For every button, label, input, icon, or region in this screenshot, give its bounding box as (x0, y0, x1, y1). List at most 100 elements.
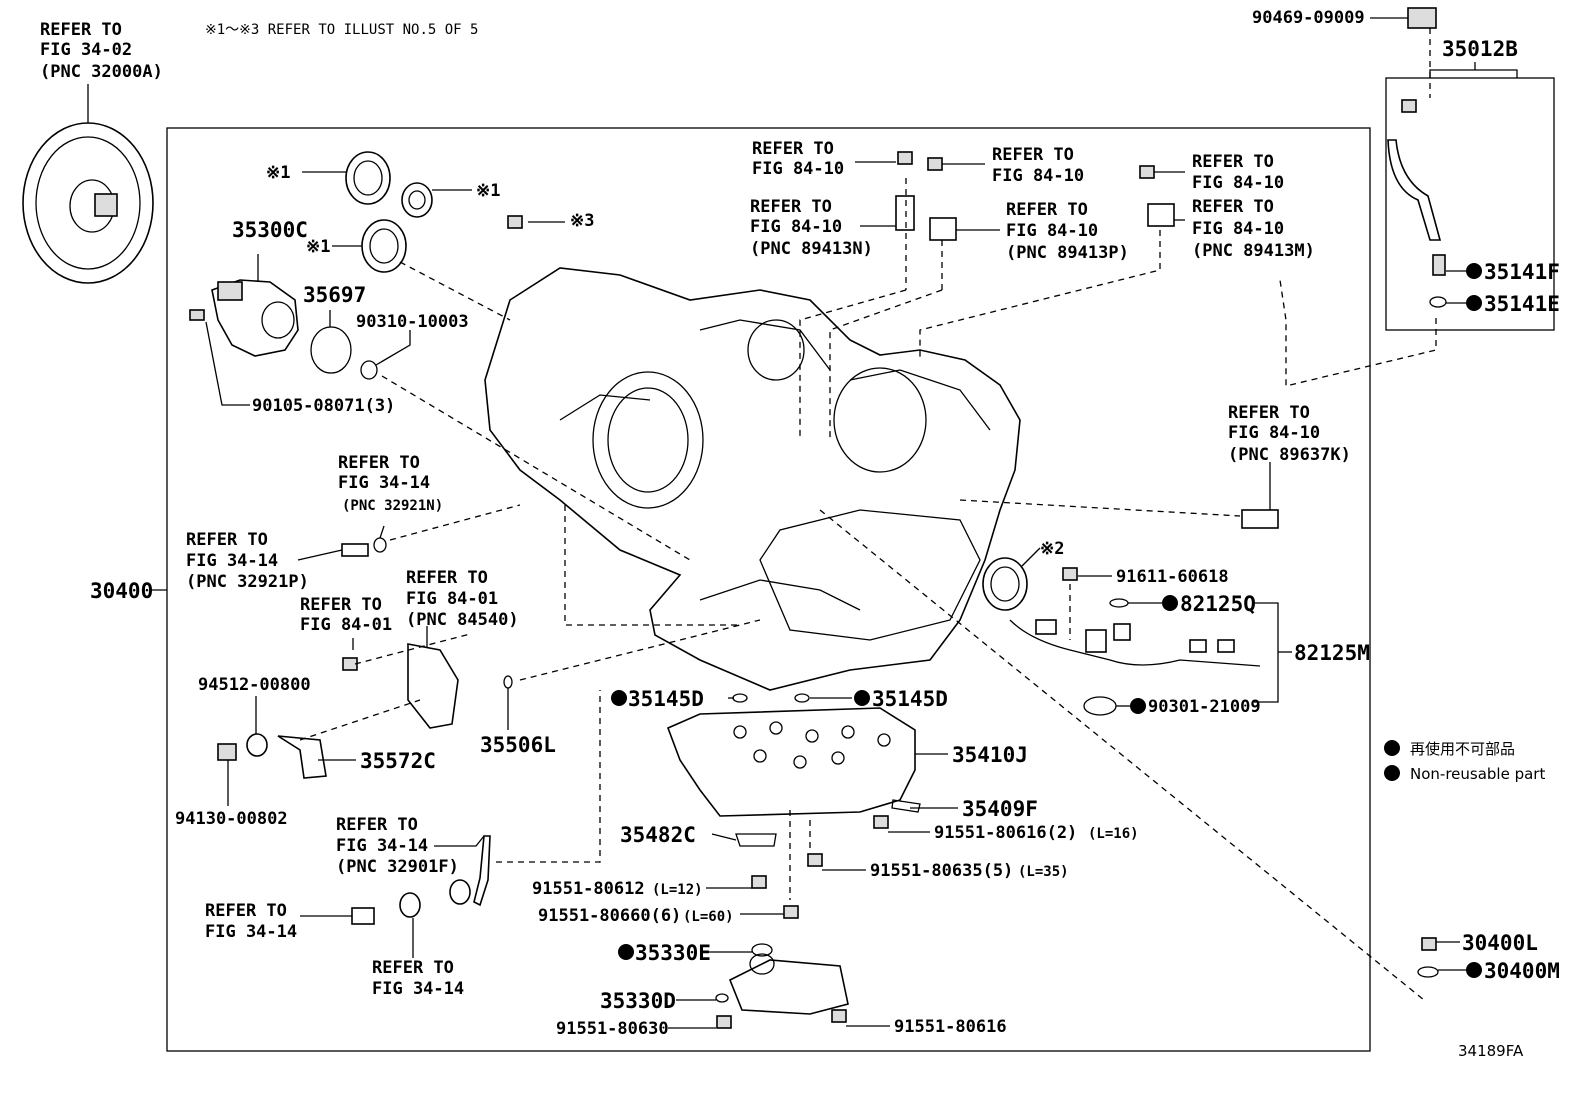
label-35330E: 35330E (635, 941, 711, 965)
svg-text:(PNC 32921P): (PNC 32921P) (186, 572, 309, 592)
svg-text:REFER TO: REFER TO (372, 958, 454, 978)
torque-converter-shape (22, 84, 154, 284)
svg-text:(PNC 32901F): (PNC 32901F) (336, 857, 459, 877)
svg-text:FIG 84-10: FIG 84-10 (752, 159, 844, 179)
svg-text:REFER TO: REFER TO (1192, 197, 1274, 217)
svg-text:FIG 84-10: FIG 84-10 (992, 166, 1084, 186)
svg-text:REFER TO: REFER TO (752, 139, 834, 159)
svg-text:REFER TO: REFER TO (336, 815, 418, 835)
label-35141E: 35141E (1484, 292, 1560, 316)
svg-text:REFER TO: REFER TO (300, 595, 382, 615)
label-35145D-right: 35145D (872, 687, 948, 711)
refer-a-line2: FIG 34-02 (40, 40, 132, 60)
label-91551-80616-2: 91551-80616(2) (934, 823, 1077, 843)
label-30400M: 30400M (1484, 959, 1560, 983)
diagram-id: 34189FA (1458, 1042, 1524, 1060)
refer-84-01-p: REFER TO FIG 84-01 (PNC 84540) (406, 568, 519, 630)
legend-en: Non-reusable part (1410, 765, 1545, 783)
leader-lines (150, 17, 1468, 1029)
label-90469-09009: 90469-09009 (1252, 8, 1365, 28)
svg-text:REFER TO: REFER TO (992, 145, 1074, 165)
mark-1-b: ※1 (476, 181, 500, 201)
svg-text:FIG 84-10: FIG 84-10 (1006, 221, 1098, 241)
label-82125Q: 82125Q (1180, 592, 1256, 616)
svg-text:FIG 34-14: FIG 34-14 (338, 473, 430, 493)
refer-a-line1: REFER TO (40, 20, 122, 40)
label-91551-80616-2-length: (L=16) (1088, 826, 1139, 842)
label-91551-80612: 91551-80612 (532, 879, 645, 899)
legend: 再使用不可部品 Non-reusable part (1384, 740, 1545, 783)
refer-84-10-a: REFER TO FIG 84-10 (752, 139, 844, 179)
switch-shapes (217, 643, 513, 779)
label-94130-00802: 94130-00802 (175, 809, 288, 829)
svg-text:REFER TO: REFER TO (1192, 152, 1274, 172)
transaxle-case-shape (484, 267, 1021, 691)
refer-34-14-y: REFER TO FIG 34-14 (372, 958, 464, 999)
label-91551-80612-length: (L=12) (652, 882, 703, 898)
harness-shape (1009, 598, 1261, 716)
seal-shapes (310, 151, 1028, 611)
svg-text:FIG 84-10: FIG 84-10 (1192, 219, 1284, 239)
refer-34-14-n: REFER TO FIG 34-14 (PNC 32921N) (338, 453, 443, 514)
svg-text:(PNC 84540): (PNC 84540) (406, 610, 519, 630)
label-35409F: 35409F (962, 797, 1038, 821)
label-91551-80630: 91551-80630 (556, 1019, 669, 1039)
sub-frame-35012B (1385, 77, 1555, 331)
legend-jp: 再使用不可部品 (1410, 740, 1515, 758)
svg-text:(PNC 89413N): (PNC 89413N) (750, 239, 873, 259)
refer-84-10-k: REFER TO FIG 84-10 (PNC 89637K) (1228, 403, 1351, 465)
refer-34-14-x: REFER TO FIG 34-14 (205, 901, 297, 942)
svg-text:FIG 84-10: FIG 84-10 (1228, 423, 1320, 443)
label-91551-80660: 91551-80660(6) (538, 906, 681, 926)
label-30400L: 30400L (1462, 931, 1538, 955)
svg-text:FIG 84-10: FIG 84-10 (750, 217, 842, 237)
refer-84-10-m: REFER TO FIG 84-10 (PNC 89413M) (1192, 197, 1315, 261)
sensor-shapes (341, 139, 1447, 557)
mark-1-a: ※1 (266, 163, 290, 183)
label-35330D: 35330D (600, 989, 676, 1013)
svg-text:(PNC 89413M): (PNC 89413M) (1192, 241, 1315, 261)
label-35012B: 35012B (1442, 37, 1518, 61)
svg-text:FIG 84-10: FIG 84-10 (1192, 173, 1284, 193)
label-94512-00800: 94512-00800 (198, 675, 311, 695)
label-35300C: 35300C (232, 218, 308, 242)
label-30400: 30400 (90, 579, 153, 603)
svg-text:REFER TO: REFER TO (205, 901, 287, 921)
refer-84-10-b: REFER TO FIG 84-10 (992, 145, 1084, 186)
refer-84-10-p: REFER TO FIG 84-10 (PNC 89413P) (1006, 200, 1129, 263)
svg-text:FIG 34-14: FIG 34-14 (205, 922, 297, 942)
refer-84-10-c: REFER TO FIG 84-10 (1192, 152, 1284, 193)
label-35410J: 35410J (952, 743, 1028, 767)
svg-text:REFER TO: REFER TO (750, 197, 832, 217)
hose-plug-shapes (351, 835, 1439, 978)
mark-2: ※2 (1040, 539, 1064, 559)
label-91611-60618: 91611-60618 (1116, 567, 1229, 587)
dashed-connectors (299, 178, 1437, 1001)
refer-84-01: REFER TO FIG 84-01 (300, 595, 392, 635)
svg-text:REFER TO: REFER TO (186, 530, 268, 550)
label-91551-80616: 91551-80616 (894, 1017, 1007, 1037)
label-91551-80635: 91551-80635(5) (870, 861, 1013, 881)
svg-text:(PNC 89637K): (PNC 89637K) (1228, 445, 1351, 465)
label-35572C: 35572C (360, 749, 436, 773)
label-35506L: 35506L (480, 733, 556, 757)
label-35482C: 35482C (620, 823, 696, 847)
mark-1-c: ※1 (306, 237, 330, 257)
svg-text:(PNC 89413P): (PNC 89413P) (1006, 243, 1129, 263)
svg-text:REFER TO: REFER TO (338, 453, 420, 473)
svg-text:REFER TO: REFER TO (1228, 403, 1310, 423)
strainer-shape (715, 943, 849, 1015)
oil-pump-shape (211, 254, 299, 357)
label-35697: 35697 (303, 283, 366, 307)
svg-text:FIG 34-14: FIG 34-14 (336, 836, 428, 856)
svg-text:FIG 34-14: FIG 34-14 (372, 979, 464, 999)
label-90105-08071: 90105-08071(3) (252, 396, 395, 416)
label-91551-80635-length: (L=35) (1018, 864, 1069, 880)
mark-3: ※3 (570, 211, 594, 231)
refer-34-14-p: REFER TO FIG 34-14 (PNC 32921P) (186, 530, 309, 592)
label-90310-10003: 90310-10003 (356, 312, 469, 332)
label-91551-80660-length: (L=60) (683, 909, 734, 925)
valve-body-shape (666, 693, 921, 847)
